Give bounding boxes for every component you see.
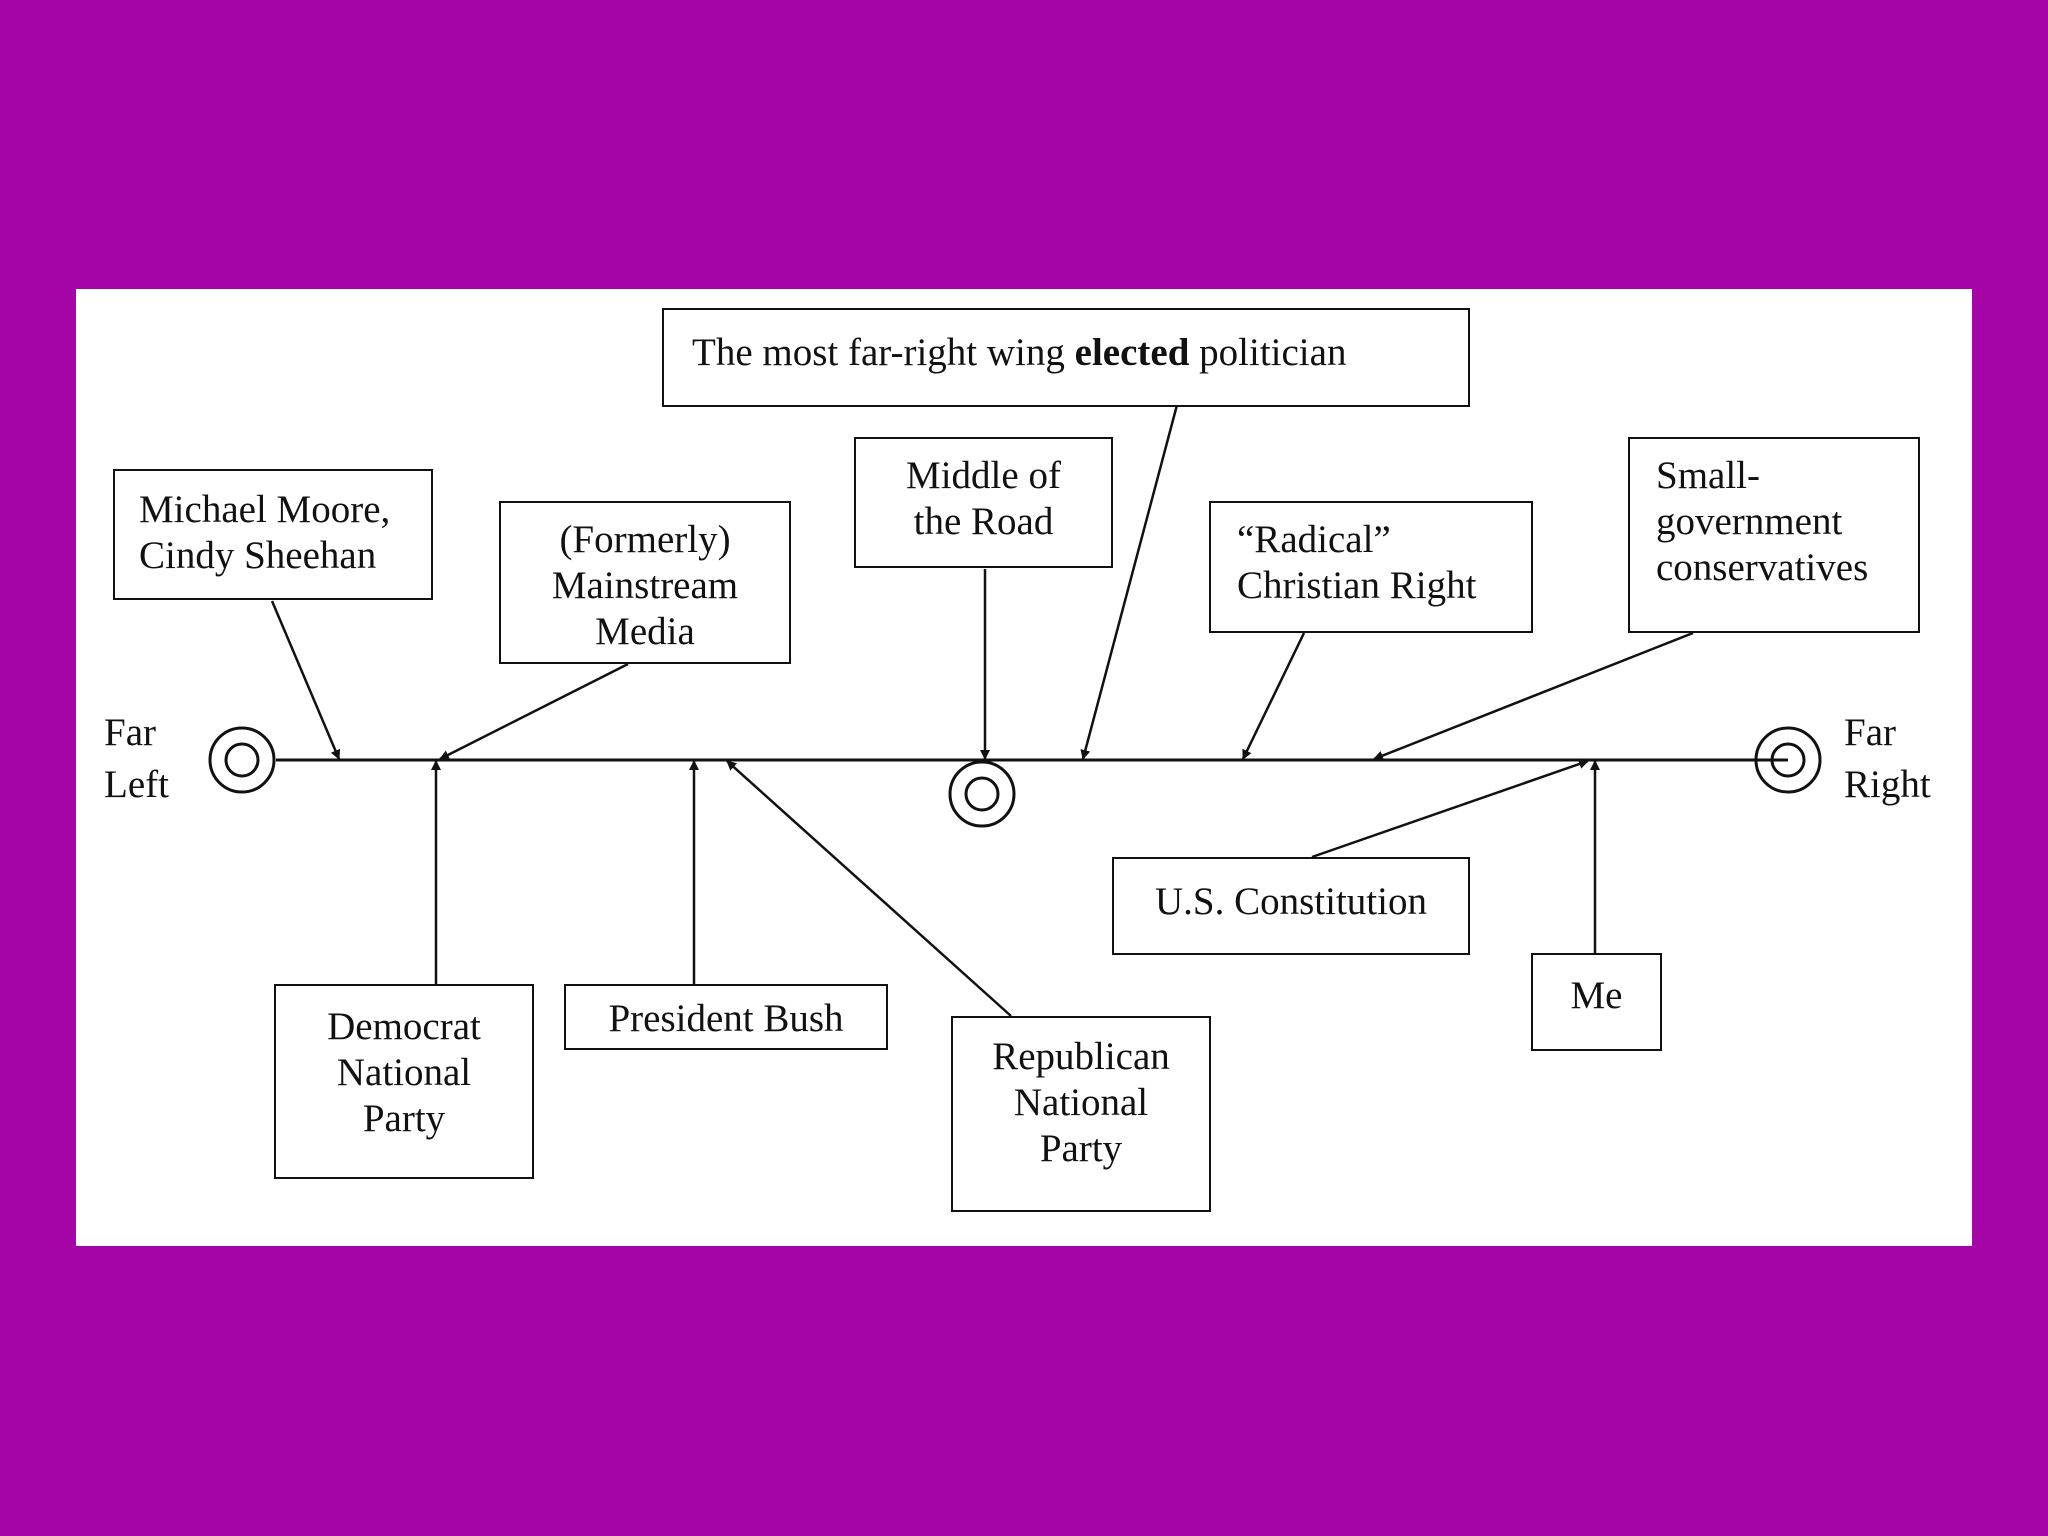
far-left-label-line-1: Far — [104, 711, 156, 754]
mainstream-media-line-3: Media — [595, 610, 695, 653]
president-bush-text: President Bush — [608, 997, 844, 1040]
small-government-box: Small- government conservatives — [1628, 437, 1920, 633]
small-government-line-1: Small- — [1656, 454, 1760, 497]
mainstream-media-box: (Formerly) Mainstream Media — [499, 501, 791, 664]
arrow-republican-party — [726, 760, 1012, 1017]
president-bush-box: President Bush — [564, 984, 888, 1050]
republican-party-line-1: Republican — [992, 1035, 1170, 1078]
diagram-lines — [208, 404, 1822, 1017]
top-banner-text: The most far-right wing elected politici… — [692, 330, 1468, 376]
small-government-line-2: government — [1656, 500, 1843, 543]
small-government-line-3: conservatives — [1656, 546, 1869, 589]
democrat-party-line-3: Party — [362, 1097, 446, 1140]
republican-party-box: Republican National Party — [951, 1016, 1211, 1212]
republican-party-line-3: Party — [1039, 1127, 1123, 1170]
far-right-label-line-1: Far — [1844, 711, 1896, 754]
middle-of-road-line-2: the Road — [913, 500, 1054, 543]
republican-party-line-2: National — [1013, 1081, 1149, 1124]
far-right-endpoint — [1754, 726, 1822, 794]
arrow-top-banner — [1080, 404, 1179, 760]
far-left-label-line-2: Left — [104, 763, 169, 806]
far-right-label-line-2: Right — [1844, 763, 1931, 806]
democrat-party-box: Democrat National Party — [274, 984, 534, 1179]
far-left-endpoint — [208, 726, 276, 794]
far-left-label: Far Left — [104, 707, 169, 811]
us-constitution-text: U.S. Constitution — [1155, 880, 1427, 923]
mainstream-media-line-2: Mainstream — [551, 564, 739, 607]
middle-of-road-box: Middle of the Road — [854, 437, 1113, 568]
me-text: Me — [1570, 974, 1623, 1017]
arrow-christian-right — [1241, 632, 1306, 760]
top-banner-text-bold: elected — [1074, 331, 1190, 374]
arrow-us-constitution — [1311, 759, 1589, 859]
christian-right-line-1: “Radical” — [1237, 518, 1391, 561]
christian-right-box: “Radical” Christian Right — [1209, 501, 1533, 633]
mainstream-media-line-1: (Formerly) — [559, 518, 731, 561]
middle-endpoint — [948, 760, 1016, 828]
us-constitution-box: U.S. Constitution — [1112, 857, 1470, 955]
me-box: Me — [1531, 953, 1662, 1051]
moore-sheehan-line-1: Michael Moore, — [139, 488, 391, 531]
christian-right-line-2: Christian Right — [1237, 564, 1477, 607]
top-banner-box: The most far-right wing elected politici… — [662, 308, 1470, 407]
top-banner-text-after: politician — [1189, 331, 1347, 374]
diagram-panel: Far Left Far Right The most far-right wi… — [76, 289, 1972, 1246]
democrat-party-line-2: National — [336, 1051, 472, 1094]
top-banner-text-before: The most far-right wing — [692, 331, 1075, 374]
middle-of-road-line-1: Middle of — [906, 454, 1061, 497]
arrow-mainstream-media — [439, 662, 629, 761]
arrow-small-government — [1373, 631, 1694, 761]
democrat-party-line-1: Democrat — [327, 1005, 481, 1048]
arrow-moore-sheehan — [270, 600, 341, 760]
moore-sheehan-line-2: Cindy Sheehan — [139, 534, 377, 577]
moore-sheehan-box: Michael Moore, Cindy Sheehan — [113, 469, 433, 600]
far-right-label: Far Right — [1844, 707, 1931, 811]
